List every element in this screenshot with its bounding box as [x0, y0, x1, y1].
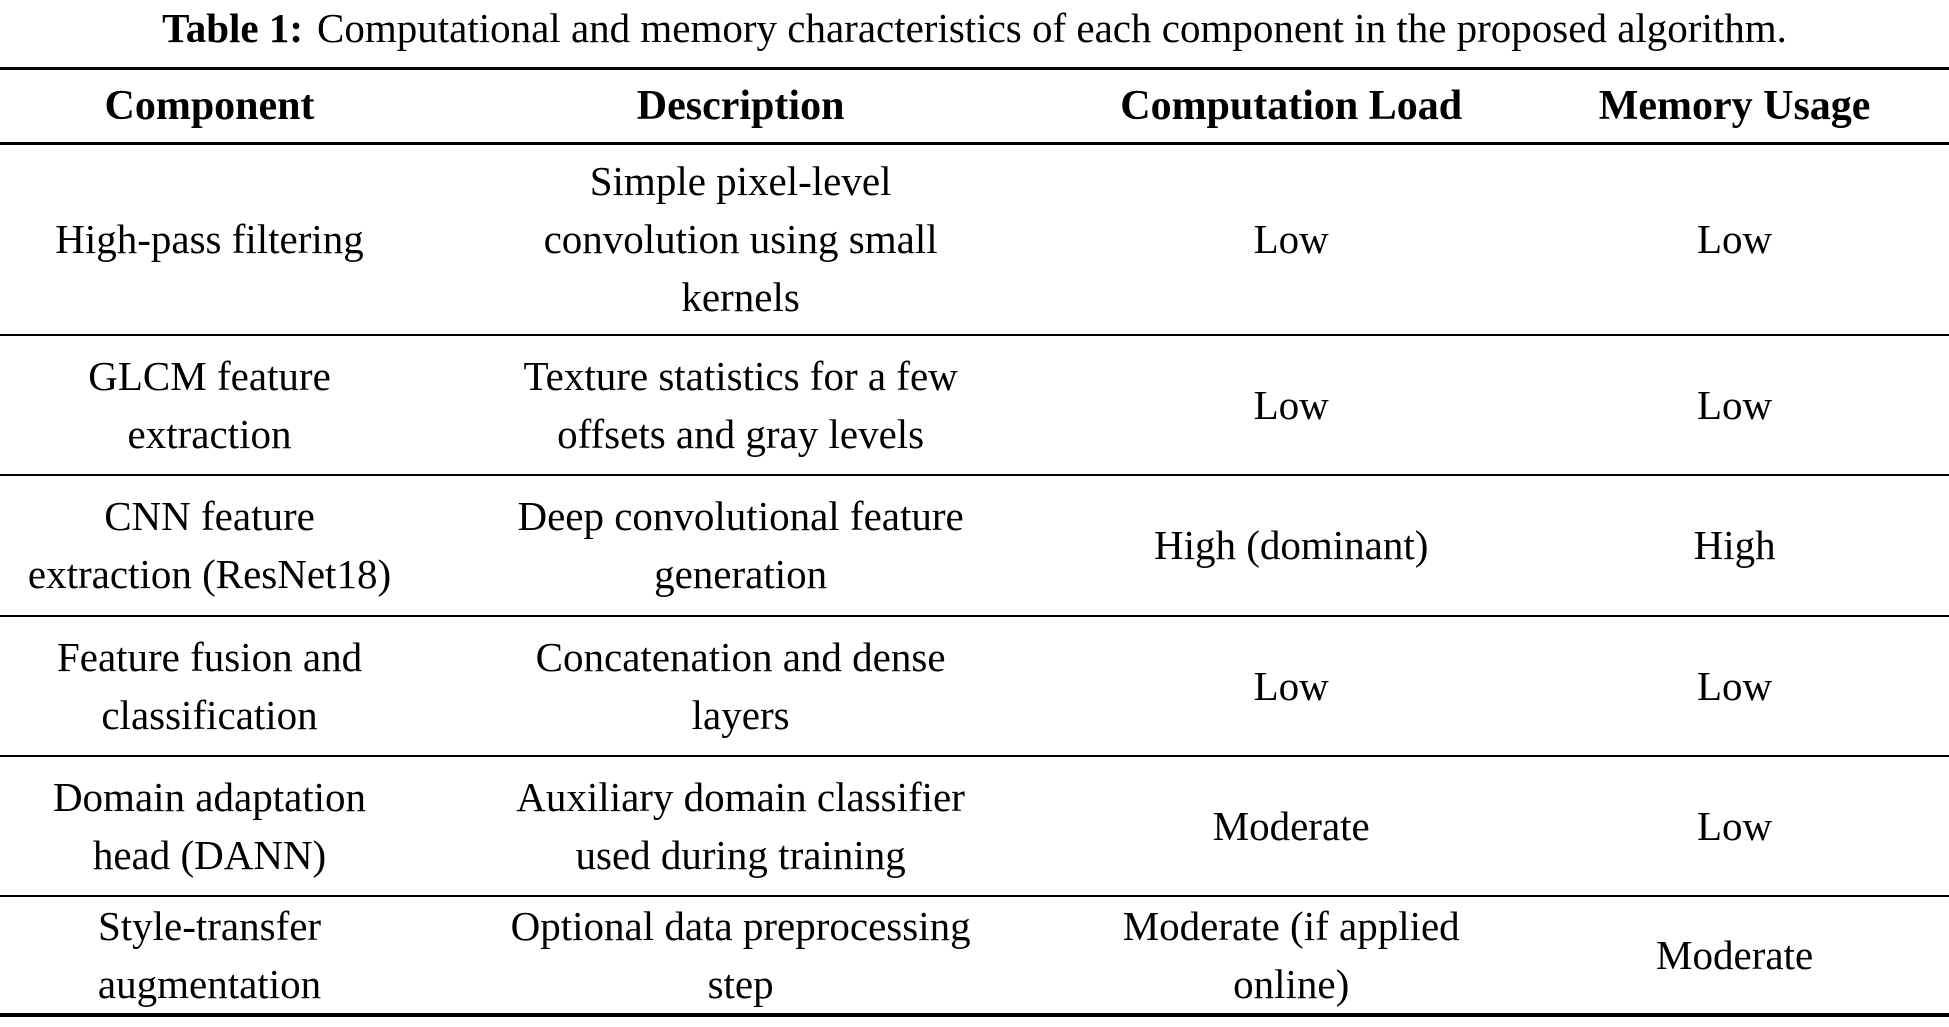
cell-computation-load: Low: [1253, 216, 1329, 263]
table-row: High-pass filtering Simple pixel-level c…: [0, 144, 1949, 335]
cell-component: Domain adaptation head (DANN): [52, 773, 367, 878]
cell-component: Feature fusion and classification: [56, 633, 363, 738]
cell-computation-load: Moderate: [1212, 802, 1370, 849]
cell-description: Texture statistics for a few offsets and…: [523, 352, 958, 457]
column-header-description: Description: [636, 83, 845, 129]
table-row: Domain adaptation head (DANN) Auxiliary …: [0, 756, 1949, 896]
cell-description: Deep convolutional feature generation: [517, 493, 964, 597]
table-row: CNN feature extraction (ResNet18) Deep c…: [0, 475, 1949, 616]
table-caption-text: Computational and memory characteristics…: [317, 5, 1787, 51]
cell-memory-usage: Low: [1697, 662, 1773, 709]
cell-computation-load: High (dominant): [1153, 522, 1429, 568]
cell-computation-load: Low: [1253, 662, 1329, 709]
cell-memory-usage: Low: [1697, 216, 1773, 263]
cell-description: Simple pixel-level convolution using sma…: [543, 158, 938, 321]
column-header-component: Component: [104, 83, 315, 129]
cell-component: GLCM feature extraction: [88, 352, 331, 457]
table-header-row: Component Description Computation Load M…: [0, 69, 1949, 144]
cell-memory-usage: Low: [1697, 802, 1773, 849]
table-row: Style-transfer augmentation Optional dat…: [0, 896, 1949, 1015]
table-caption: Table 1: Computational and memory charact…: [0, 0, 1949, 67]
table-row: Feature fusion and classification Concat…: [0, 616, 1949, 756]
cell-memory-usage: Low: [1697, 381, 1773, 428]
cell-component: CNN feature extraction (ResNet18): [27, 493, 392, 597]
cell-component: High-pass filtering: [55, 216, 364, 263]
cell-computation-load: Low: [1253, 381, 1329, 428]
cell-description: Auxiliary domain classifier used during …: [516, 773, 965, 878]
column-header-computation-load: Computation Load: [1120, 83, 1463, 129]
cell-description: Optional data preprocessing step: [510, 902, 971, 1007]
cell-description: Concatenation and dense layers: [535, 633, 946, 738]
column-header-memory-usage: Memory Usage: [1598, 83, 1871, 129]
characteristics-table: Component Description Computation Load M…: [0, 67, 1949, 1017]
cell-computation-load: Moderate (if applied online): [1122, 902, 1460, 1007]
cell-component: Style-transfer augmentation: [97, 902, 322, 1007]
table-row: GLCM feature extraction Texture statisti…: [0, 335, 1949, 475]
cell-memory-usage: Moderate: [1656, 931, 1814, 978]
cell-memory-usage: High: [1693, 522, 1776, 568]
table-caption-label: Table 1:: [162, 5, 303, 51]
